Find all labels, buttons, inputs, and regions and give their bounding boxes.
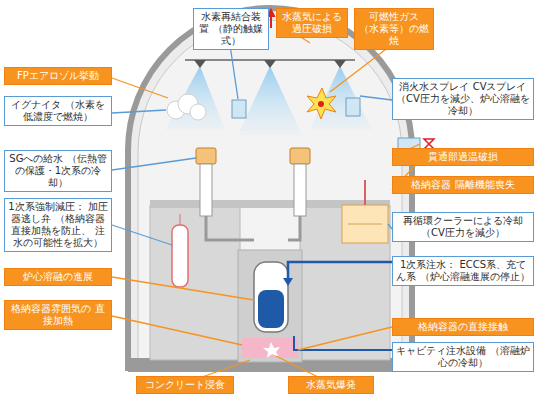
phenomenon-box: 格納容器雰囲気の 直接加熱 bbox=[4, 300, 112, 330]
box-text: コンクリート浸食 bbox=[140, 379, 230, 391]
combustion-core bbox=[318, 101, 324, 107]
leader-blue bbox=[112, 45, 392, 245]
phenomenon-box: 格納容器 隔離機能喪失 bbox=[392, 176, 534, 194]
primary-loop bbox=[206, 216, 300, 240]
box-text: 消火水スプレイ CVスプレイ （CV圧力を減少、炉心溶融を冷却） bbox=[396, 81, 530, 117]
countermeasure-box: 消火水スプレイ CVスプレイ （CV圧力を減少、炉心溶融を冷却） bbox=[392, 78, 534, 120]
box-text: 1次系注水： ECCS系、充てん系 （炉心溶融進展の停止） bbox=[396, 259, 530, 283]
leader-orange bbox=[112, 30, 430, 383]
countermeasure-box: 水素再結合装置 （静的触媒式） bbox=[193, 8, 269, 50]
cooler-duct bbox=[364, 180, 366, 205]
phenomenon-box: 水蒸気による 過圧破損 bbox=[276, 8, 348, 38]
igniter-cloud bbox=[167, 94, 206, 120]
countermeasure-box: 1次系注水： ECCS系、充てん系 （炉心溶融進展の停止） bbox=[392, 256, 534, 286]
countermeasure-box: SGへの給水 （伝熱管の保護・1次系の冷却） bbox=[4, 150, 112, 192]
cooler-fin bbox=[348, 224, 382, 225]
box-text: 格納容器雰囲気の 直接加熱 bbox=[8, 303, 108, 327]
phenomenon-box: FPエアロゾル挙動 bbox=[4, 67, 112, 85]
combustion-star bbox=[307, 88, 336, 119]
spray-cones bbox=[165, 60, 372, 135]
box-text: 水蒸気による 過圧破損 bbox=[280, 11, 344, 35]
box-text: 水蒸気爆発 bbox=[292, 379, 370, 391]
phenomenon-box: 格納容器の直接接触 bbox=[392, 318, 534, 336]
box-text: 可燃性ガス （水素等）の燃焼 bbox=[358, 11, 430, 47]
reactor-cavity bbox=[238, 250, 302, 362]
phenomenon-box: 貫通部過温破損 bbox=[392, 148, 534, 166]
box-text: FPエアロゾル挙動 bbox=[8, 70, 108, 82]
containment-inner bbox=[138, 20, 402, 365]
countermeasure-box: キャビティ注水設備 （溶融炉心の冷却） bbox=[392, 342, 534, 372]
pressurizer bbox=[172, 225, 188, 287]
box-text: 格納容器の直接接触 bbox=[396, 321, 530, 333]
box-text: 再循環クーラーによる冷却 （CV圧力を減少） bbox=[396, 215, 530, 239]
countermeasure-box: イグナイタ （水素を低濃度で燃焼） bbox=[4, 96, 112, 126]
ecc-head bbox=[283, 278, 293, 286]
phenomenon-box: 水蒸気爆発 bbox=[288, 376, 374, 394]
containment-vessel bbox=[128, 8, 412, 368]
core-water bbox=[258, 290, 284, 328]
phenomenon-box: 可燃性ガス （水素等）の燃焼 bbox=[354, 8, 434, 50]
box-text: 貫通部過温破損 bbox=[396, 151, 530, 163]
box-text: 水素再結合装置 （静的触媒式） bbox=[197, 11, 265, 47]
countermeasure-box: 再循環クーラーによる冷却 （CV圧力を減少） bbox=[392, 212, 534, 242]
molten-core bbox=[242, 338, 298, 358]
phenomenon-box: コンクリート浸食 bbox=[136, 376, 234, 394]
box-text: キャビティ注水設備 （溶融炉心の冷却） bbox=[396, 345, 530, 369]
steam-explosion-star bbox=[263, 342, 280, 358]
reactor-vessel bbox=[254, 262, 288, 332]
box-text: イグナイタ （水素を低濃度で燃焼） bbox=[8, 99, 108, 123]
phenomenon-box: 炉心溶融の進展 bbox=[4, 268, 112, 286]
box-text: 1次系強制減圧： 加圧器逃し弁 （格納容器直接加熱を防止、 注水の可能性を拡大） bbox=[8, 201, 108, 249]
countermeasure-box: 1次系強制減圧： 加圧器逃し弁 （格納容器直接加熱を防止、 注水の可能性を拡大） bbox=[4, 198, 112, 252]
recirculation-cooler bbox=[342, 205, 388, 243]
box-text: SGへの給水 （伝熱管の保護・1次系の冷却） bbox=[8, 153, 108, 189]
box-text: 格納容器 隔離機能喪失 bbox=[396, 179, 530, 191]
steam-generator bbox=[196, 148, 310, 216]
recombiner bbox=[232, 98, 360, 118]
box-text: 炉心溶融の進展 bbox=[8, 271, 108, 283]
relief-pipe bbox=[180, 214, 181, 225]
